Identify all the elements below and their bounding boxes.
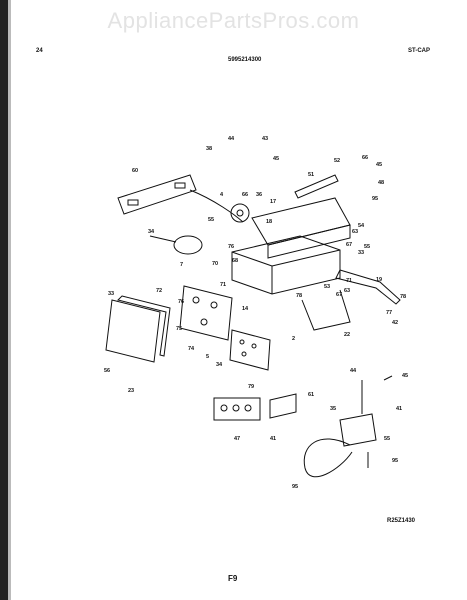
callout-label: 44 bbox=[228, 136, 235, 142]
callout-label: 33 bbox=[108, 291, 114, 297]
part-55-valve bbox=[339, 413, 377, 447]
callout-label: 66 bbox=[242, 192, 248, 198]
callout-label: 78 bbox=[400, 294, 406, 300]
callout-label: 60 bbox=[132, 168, 138, 174]
callout-label: 22 bbox=[344, 332, 350, 338]
part-66-gear bbox=[230, 203, 250, 223]
part-22-wire bbox=[301, 289, 351, 331]
callout-label: 78 bbox=[296, 293, 302, 299]
callout-label: 35 bbox=[330, 406, 336, 412]
header-right: ST-CAP bbox=[408, 48, 431, 54]
callout-label: 95 bbox=[372, 196, 378, 202]
callout-label: 77 bbox=[386, 310, 392, 316]
part-33-panel-back bbox=[117, 295, 171, 357]
callout-label: 2 bbox=[292, 336, 295, 342]
part-95-tube bbox=[303, 438, 353, 478]
part-31-rod bbox=[294, 174, 339, 199]
footer-page-code: F9 bbox=[228, 574, 238, 583]
gear-hub bbox=[236, 209, 244, 217]
header-center: 5995214300 bbox=[228, 57, 262, 63]
callout-label: 74 bbox=[188, 346, 195, 352]
callout-label: 55 bbox=[384, 436, 390, 442]
part-17-mold-front bbox=[267, 224, 351, 259]
callout-label: 51 bbox=[308, 172, 314, 178]
drawing-ref-number: R25Z1430 bbox=[387, 518, 416, 524]
part-main-housing bbox=[231, 235, 341, 295]
callout-label: 63 bbox=[352, 229, 358, 235]
callout-label: 47 bbox=[234, 436, 240, 442]
callout-label: 53 bbox=[324, 284, 330, 290]
scan-edge bbox=[0, 0, 8, 600]
callout-label: 23 bbox=[128, 388, 134, 394]
callout-label: 41 bbox=[396, 406, 402, 412]
callout-label: 14 bbox=[242, 306, 249, 312]
callout-label: 75 bbox=[176, 326, 182, 332]
callout-label: 52 bbox=[334, 158, 340, 164]
callout-label: 33 bbox=[358, 250, 364, 256]
part-41-clip bbox=[269, 393, 297, 419]
scan-edge-inner bbox=[8, 0, 11, 600]
callout-label: 79 bbox=[248, 384, 254, 390]
callout-label: 68 bbox=[232, 258, 238, 264]
callout-label: 18 bbox=[266, 219, 272, 225]
callout-label: 67 bbox=[346, 242, 352, 248]
part-58-panel bbox=[105, 299, 161, 363]
bracket-slot-1 bbox=[127, 199, 139, 206]
leader-line bbox=[189, 189, 244, 223]
callout-label: 76 bbox=[228, 244, 234, 250]
callout-label: 7 bbox=[180, 262, 183, 268]
part-14-plate bbox=[179, 285, 233, 341]
callout-label: 48 bbox=[378, 180, 384, 186]
callout-label: 19 bbox=[376, 277, 382, 283]
callout-label: 72 bbox=[156, 288, 162, 294]
part-60-bracket bbox=[117, 174, 197, 215]
callout-label: 56 bbox=[104, 368, 110, 374]
callout-label: 63 bbox=[344, 288, 350, 294]
callout-label: 4 bbox=[220, 192, 224, 198]
header-left: 24 bbox=[36, 48, 43, 54]
callout-label: 42 bbox=[392, 320, 398, 326]
bracket-slot-2 bbox=[174, 182, 186, 189]
callout-label: 36 bbox=[256, 192, 262, 198]
callout-label: 66 bbox=[362, 155, 368, 161]
part-78-arm bbox=[335, 269, 401, 305]
callout-label: 54 bbox=[358, 223, 365, 229]
callout-label: 5 bbox=[206, 354, 209, 360]
callout-label: 17 bbox=[270, 199, 276, 205]
callout-label: 95 bbox=[392, 458, 398, 464]
callout-label: 55 bbox=[208, 217, 214, 223]
callout-label: 34 bbox=[216, 362, 223, 368]
callout-label: 67 bbox=[336, 292, 342, 298]
callout-label: 41 bbox=[270, 436, 276, 442]
callout-label: 45 bbox=[273, 156, 279, 162]
callout-label: 61 bbox=[308, 392, 314, 398]
callout-label: 45 bbox=[402, 373, 408, 379]
part-7-motor bbox=[173, 235, 203, 255]
watermark-text: AppliancePartsPros.com bbox=[107, 8, 360, 33]
callout-label: 43 bbox=[262, 136, 268, 142]
callout-label: 71 bbox=[220, 282, 226, 288]
callout-label: 45 bbox=[376, 162, 382, 168]
callout-label: 34 bbox=[148, 229, 155, 235]
callout-label: 71 bbox=[346, 278, 352, 284]
part-79-switch bbox=[229, 329, 271, 371]
part-47-kit bbox=[213, 397, 261, 421]
callout-label: 70 bbox=[212, 261, 218, 267]
callout-label: 95 bbox=[292, 484, 298, 490]
callout-label: 44 bbox=[350, 368, 357, 374]
callout-label: 55 bbox=[364, 244, 370, 250]
callout-label: 38 bbox=[206, 146, 212, 152]
callout-label: 76 bbox=[178, 299, 184, 305]
